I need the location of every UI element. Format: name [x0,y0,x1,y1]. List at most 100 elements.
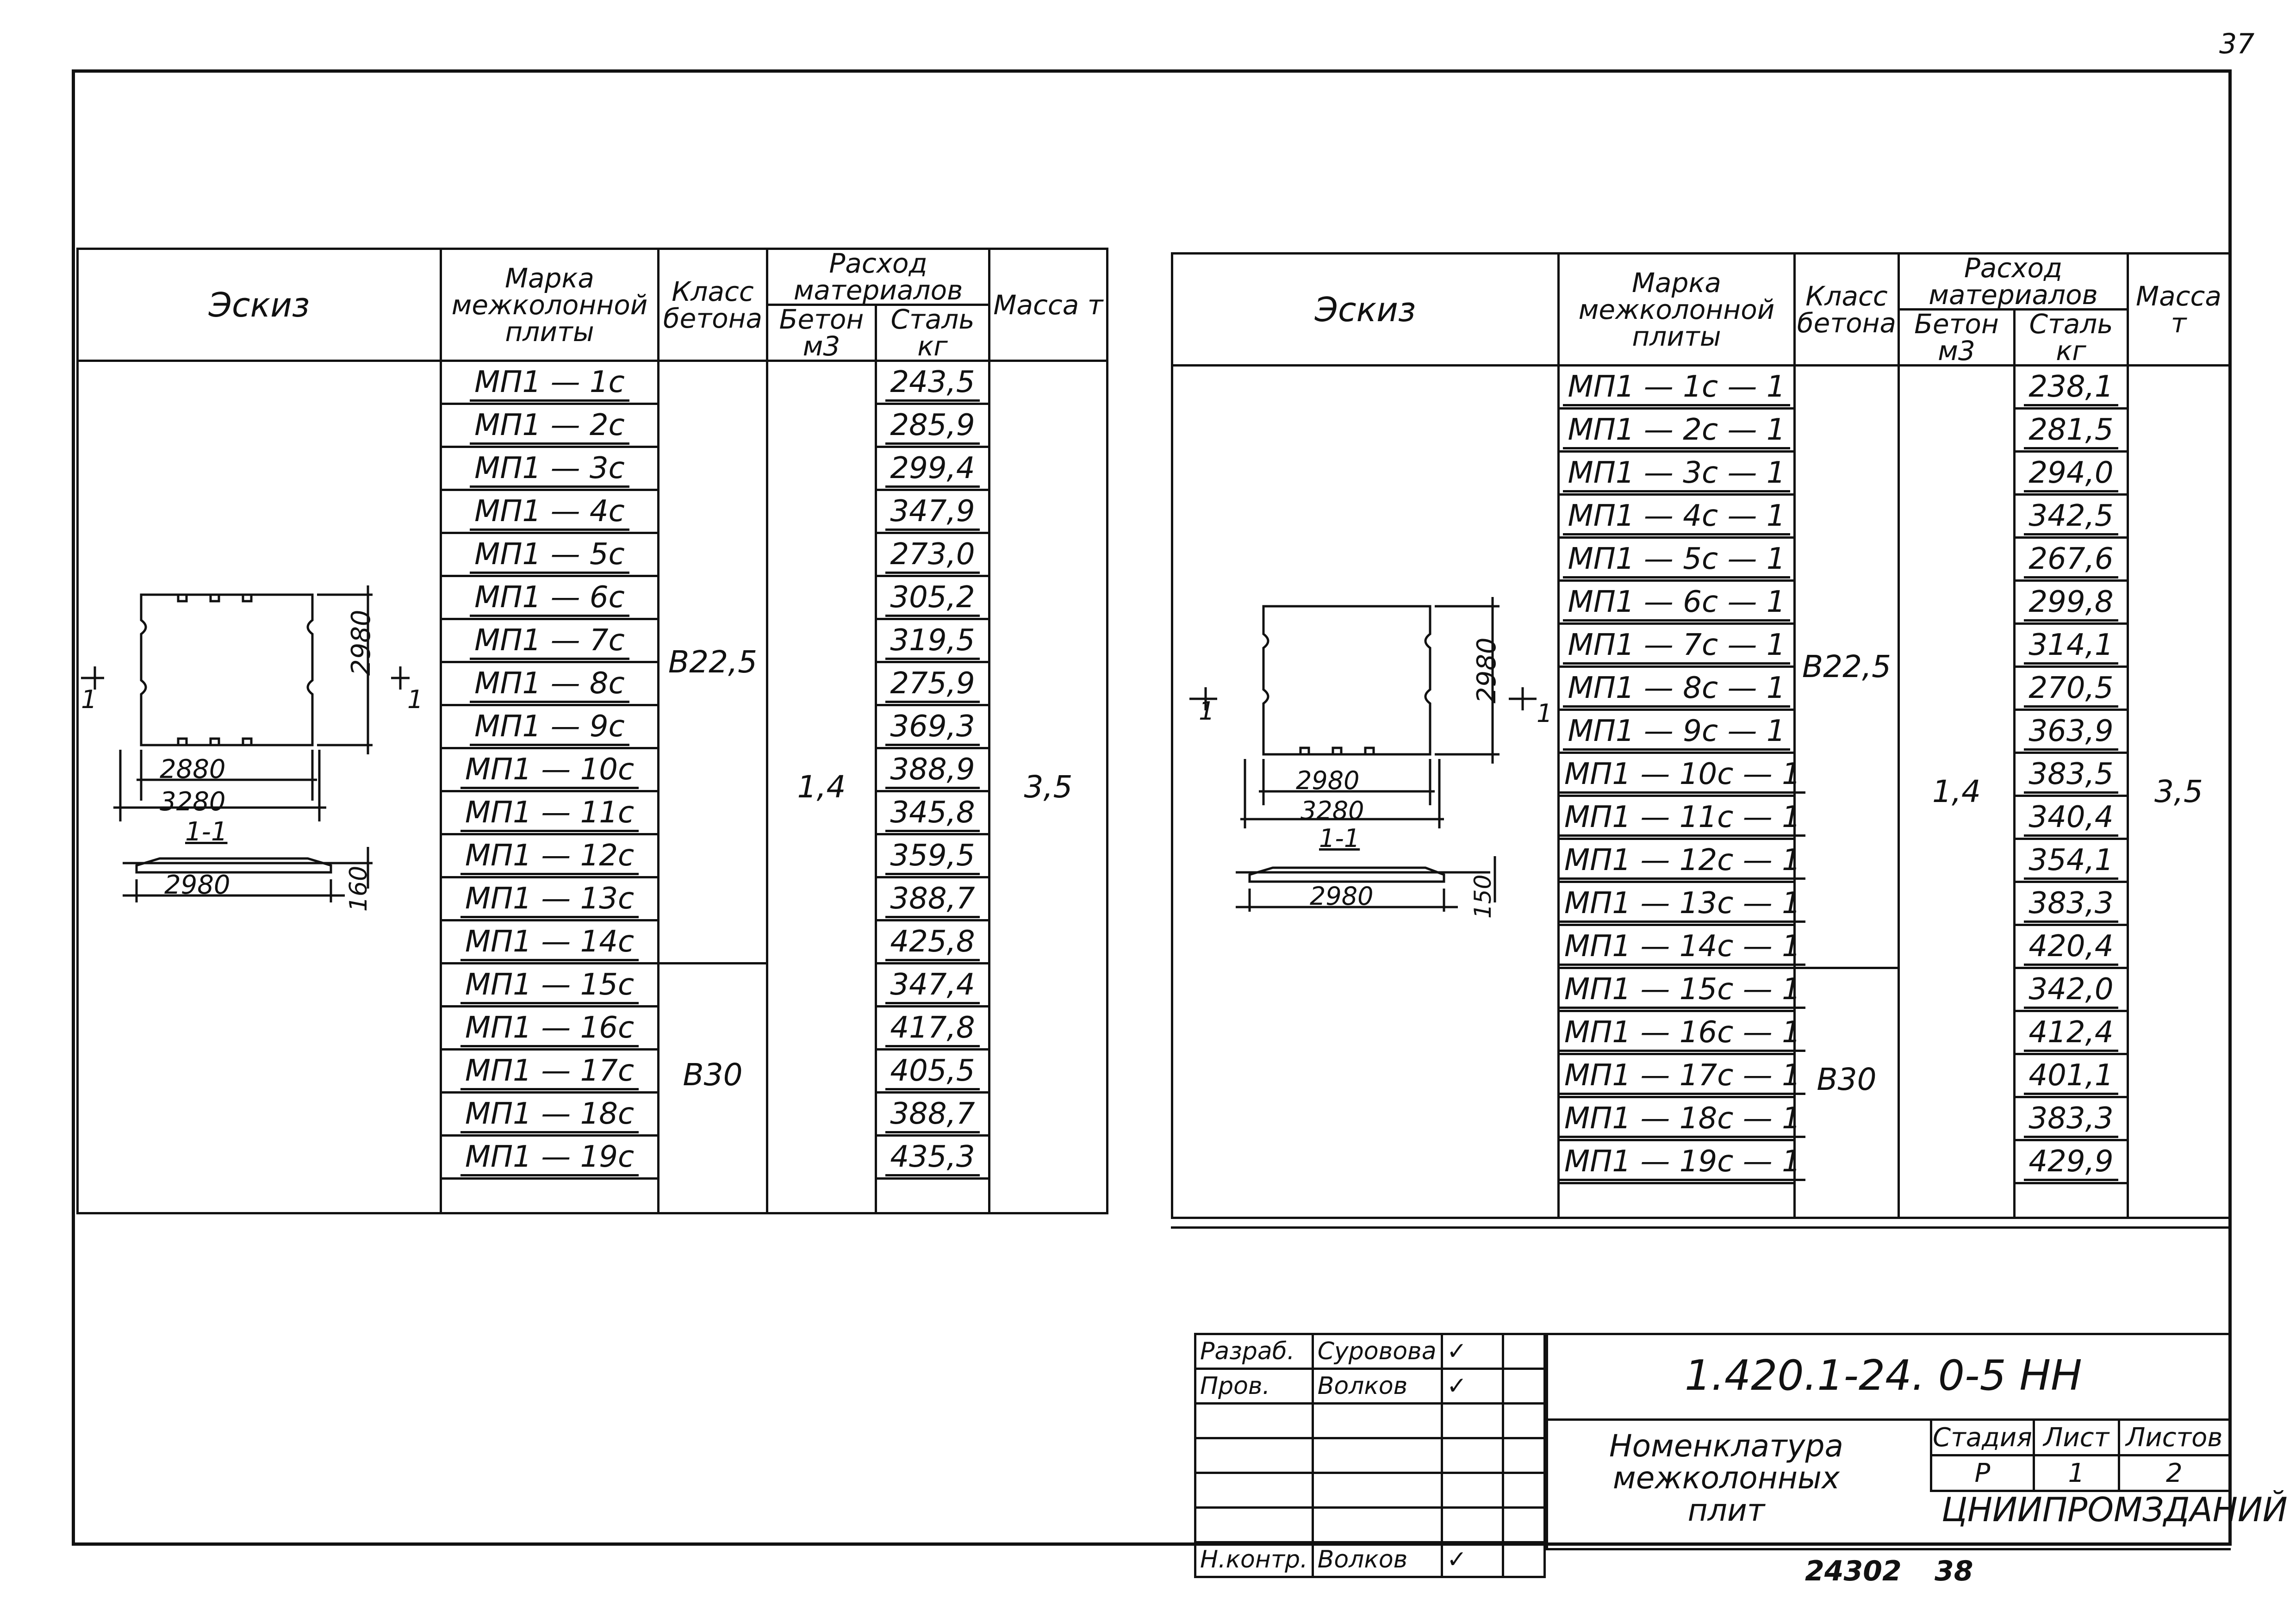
mark-cell: МП1 — 5с — 1 [1557,536,1796,582]
mark-cell: МП1 — 4с [440,489,660,534]
steel-text: 388,7 [885,882,980,918]
mark-cell: МП1 — 17с — 1 [1557,1053,1805,1098]
signature-role: Пров. [1194,1368,1314,1405]
steel-cell: 340,4 [2013,795,2129,840]
steel-text: 275,9 [885,666,980,703]
mark-cell: МП1 — 19с — 1 [1557,1139,1805,1184]
mark-text: МП1 — 2с — 1 [1563,413,1790,449]
table-row: МП1 — 2с — 1 281,5 [1172,407,2230,453]
mark-cell: МП1 — 18с — 1 [1557,1096,1805,1141]
table-row: МП1 — 4с — 1 342,5 [1172,493,2230,539]
steel-text: 363,9 [2024,714,2118,751]
header-mark: Марка межколонной плиты [440,248,660,362]
mark-text: МП1 — 15с [460,968,639,1004]
steel-cell: 273,0 [875,532,990,577]
right-section-width: 2980 [1310,882,1374,911]
right-dim-inner: 2980 [1296,766,1360,795]
concrete-cell: 1,4 [1898,364,2016,1219]
table-row: МП1 — 5с 273,0 [78,532,1108,577]
date-cell [1501,1541,1546,1578]
steel-text: 388,9 [885,752,980,789]
right-dim-outer: 3280 [1300,796,1364,825]
steel-cell: 342,5 [2013,493,2129,539]
signature-sign [1441,1402,1504,1439]
mark-text: МП1 — 5с — 1 [1563,542,1790,578]
date-cell [1501,1506,1546,1543]
mark-text: МП1 — 4с [470,494,629,531]
steel-text: 388,7 [885,1097,980,1133]
mark-cell: МП1 — 15с [440,962,660,1007]
inventory-number: 24302 [1805,1555,1902,1587]
steel-text: 412,4 [2024,1015,2118,1052]
steel-cell: 420,4 [2013,924,2129,969]
sheets-value: 2 [2117,1454,2231,1492]
mark-cell: МП1 — 4с — 1 [1557,493,1796,539]
header-mass: Масса т [988,248,1108,362]
right-cut-mark-left: 1 [1199,696,1215,726]
empty-cell [2013,1182,2129,1219]
mark-cell: МП1 — 16с — 1 [1557,1010,1805,1055]
mark-cell: МП1 — 17с [440,1048,660,1094]
header-mass: Масса т [2127,252,2231,367]
signature-row [1194,1472,1546,1509]
steel-text: 273,0 [885,537,980,574]
mark-cell: МП1 — 9с [440,704,660,749]
steel-text: 243,5 [885,365,980,402]
steel-text: 420,4 [2024,929,2118,966]
mark-cell: МП1 — 5с [440,532,660,577]
steel-text: 347,4 [885,968,980,1004]
concrete-cell: 1,4 [766,360,877,1214]
mass-cell: 3,5 [2127,364,2231,1219]
steel-text: 305,2 [885,580,980,617]
steel-text: 345,8 [885,796,980,832]
steel-cell: 342,0 [2013,967,2129,1012]
mark-cell: МП1 — 2с — 1 [1557,407,1796,453]
sheet-label: Лист [2032,1418,2120,1456]
mark-text: МП1 — 17с — 1 [1560,1058,1805,1095]
steel-cell: 243,5 [875,360,990,405]
steel-cell: 281,5 [2013,407,2129,453]
steel-text: 340,4 [2024,800,2118,837]
sheet-value: 1 [2032,1454,2120,1492]
mark-text: МП1 — 15с — 1 [1560,972,1805,1009]
steel-cell: 388,9 [875,747,990,792]
signature-name [1311,1472,1444,1509]
header-steel: Сталь кг [875,304,990,362]
mark-text: МП1 — 6с — 1 [1563,585,1790,622]
mark-text: МП1 — 9с [470,709,629,746]
class-cell-a: В22,5 [657,360,768,964]
mark-cell: МП1 — 8с [440,661,660,706]
left-cut-mark-left: 1 [81,685,97,714]
steel-cell: 319,5 [875,618,990,663]
mark-cell: МП1 — 13с — 1 [1557,881,1805,926]
mark-text: МП1 — 1с [470,365,629,402]
mark-text: МП1 — 18с [460,1097,639,1133]
header-sketch: Эскиз [76,248,442,362]
mark-cell: МП1 — 6с [440,575,660,620]
steel-text: 294,0 [2024,456,2118,492]
signature-role [1194,1506,1314,1543]
empty-row [78,1177,1108,1214]
steel-cell: 388,7 [875,1091,990,1137]
mark-text: МП1 — 12с — 1 [1560,843,1805,880]
class-cell-a: В22,5 [1793,364,1900,969]
signature-sign: ✓ [1441,1333,1504,1370]
header-sketch: Эскиз [1171,252,1560,367]
left-dim-outer: 3280 [160,787,226,817]
mark-text: МП1 — 11с — 1 [1560,800,1805,837]
signature-role [1194,1402,1314,1439]
signature-role: Н.контр. [1194,1541,1314,1578]
signature-name: Волков [1311,1368,1444,1405]
organization: ЦНИИПРОМЗДАНИЙ [1941,1490,2288,1529]
steel-text: 425,8 [885,925,980,961]
